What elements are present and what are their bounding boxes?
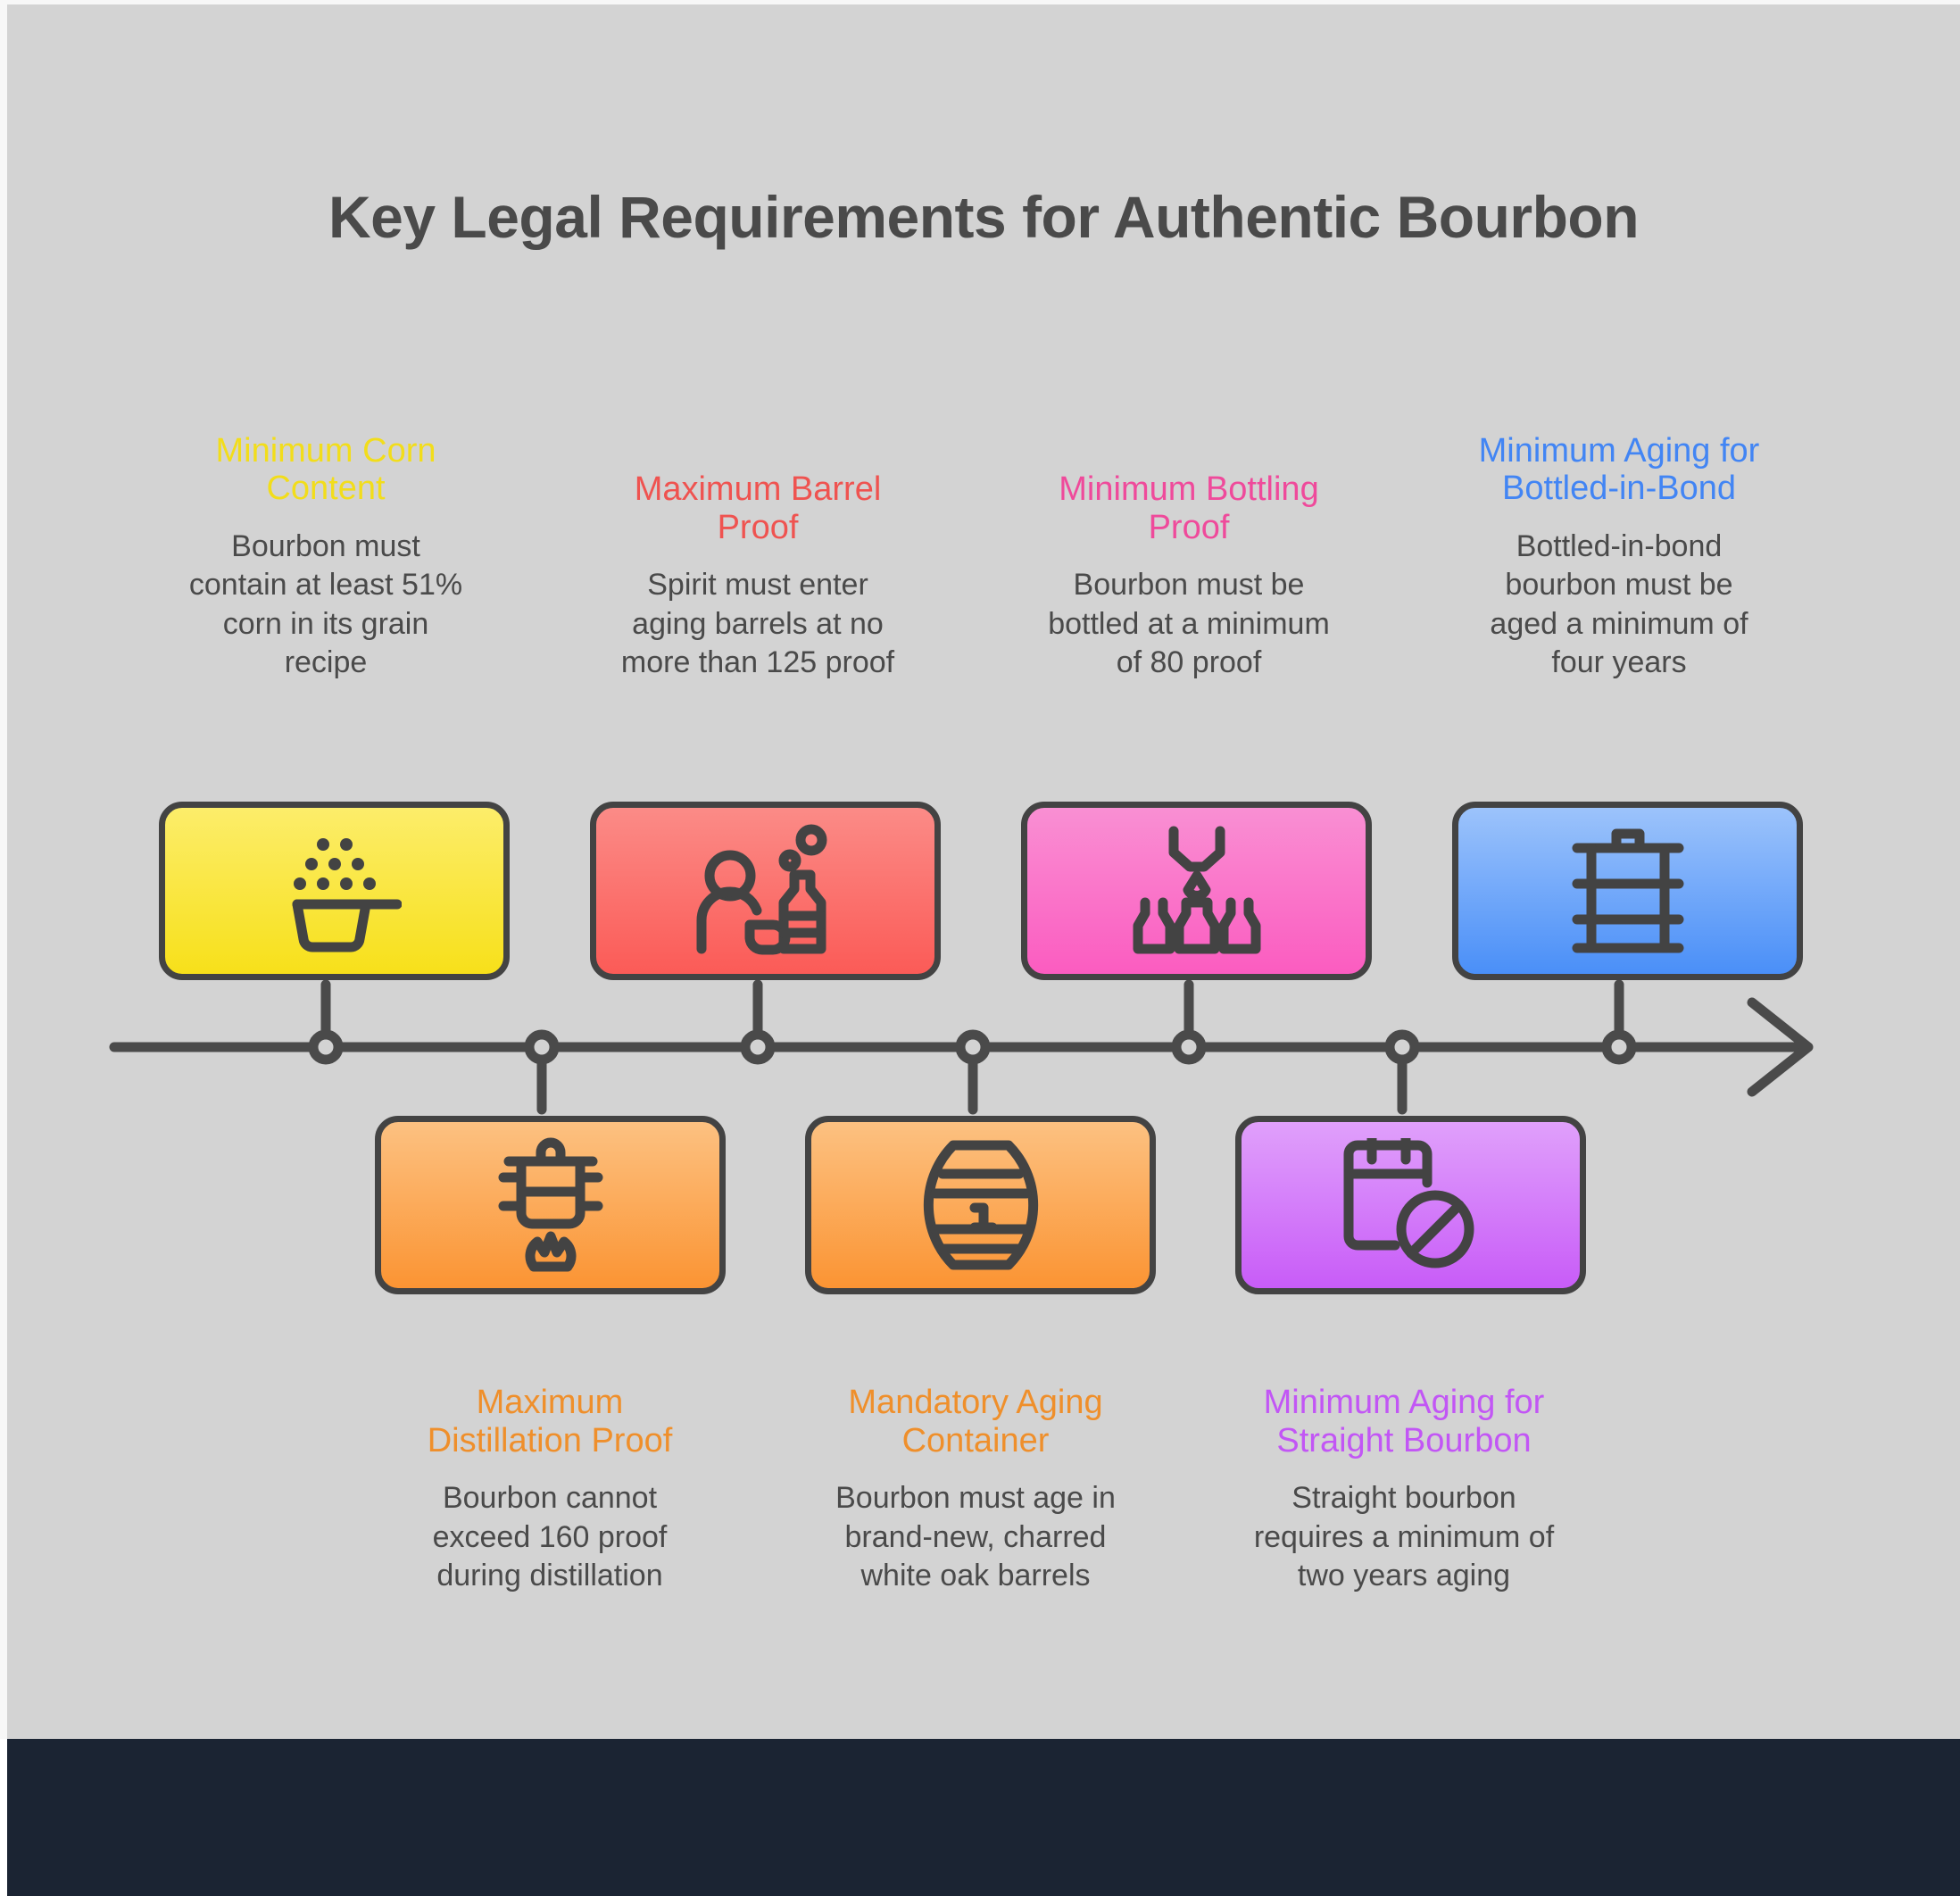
grain-scoop-icon (268, 828, 402, 953)
timeline-node-6 (1384, 1029, 1420, 1065)
page-title: Key Legal Requirements for Authentic Bou… (328, 184, 1640, 250)
item-body: Bourbon must be bottled at a minimum of … (1048, 568, 1330, 680)
timeline-card-bottom-1[interactable] (375, 1116, 726, 1294)
timeline-card-bottom-2[interactable] (805, 1116, 1156, 1294)
item-body: Straight bourbon requires a minimum of t… (1253, 1481, 1555, 1593)
calendar-blocked-icon (1341, 1138, 1480, 1272)
footer-left-edge (0, 1739, 7, 1896)
item-heading: Minimum Corn Content (215, 431, 436, 508)
item-body: Bourbon must age in brand-new, charred w… (835, 1481, 1116, 1593)
item-heading: Maximum Distillation Proof (427, 1384, 673, 1459)
timeline-item-bottom-2-text: Mandatory Aging Container Bourbon must a… (824, 1384, 1127, 1723)
bottle-filler-icon (1125, 824, 1268, 958)
timeline-node-3 (740, 1029, 776, 1065)
footer-bar (7, 1739, 1960, 1896)
timeline-node-1 (308, 1029, 344, 1065)
infographic-stage: Key Legal Requirements for Authentic Bou… (7, 4, 1960, 1739)
item-body: Spirit must enter aging barrels at no mo… (620, 568, 895, 680)
item-heading: Minimum Aging for Bottled-in-Bond (1478, 431, 1760, 508)
timeline-card-top-3[interactable] (1021, 802, 1372, 980)
item-heading: Minimum Bottling Proof (1059, 470, 1319, 546)
item-heading: Mandatory Aging Container (848, 1384, 1103, 1459)
timeline-node-4 (955, 1029, 991, 1065)
timeline-item-bottom-1-text: Maximum Distillation Proof Bourbon canno… (398, 1384, 702, 1723)
timeline-item-top-2-text: Maximum Barrel Proof Spirit must enter a… (615, 344, 901, 683)
oak-barrel-icon (923, 1138, 1039, 1272)
timeline-card-top-4[interactable] (1452, 802, 1803, 980)
item-heading: Maximum Barrel Proof (634, 470, 882, 546)
timeline-item-top-3-text: Minimum Bottling Proof Bourbon must be b… (1046, 344, 1332, 683)
timeline-card-bottom-3[interactable] (1235, 1116, 1586, 1294)
timeline-item-top-1-text: Minimum Corn Content Bourbon must contai… (183, 344, 469, 683)
item-heading: Minimum Aging for Straight Bourbon (1263, 1384, 1545, 1459)
person-with-bottle-icon (694, 824, 837, 958)
timeline-item-bottom-3-text: Minimum Aging for Straight Bourbon Strai… (1252, 1384, 1556, 1723)
item-body: Bottled-in-bond bourbon must be aged a m… (1490, 528, 1748, 680)
timeline-arrowhead (1747, 997, 1814, 1097)
timeline-item-top-4-text: Minimum Aging for Bottled-in-Bond Bottle… (1476, 344, 1762, 683)
timeline-card-top-2[interactable] (590, 802, 941, 980)
timeline-card-top-1[interactable] (159, 802, 510, 980)
timeline-node-7 (1601, 1029, 1637, 1065)
timeline-node-2 (524, 1029, 560, 1065)
still-over-flame-icon (484, 1135, 618, 1276)
steel-drum-icon (1561, 827, 1695, 956)
item-body: Bourbon must contain at least 51% corn i… (188, 528, 463, 680)
timeline-node-5 (1171, 1029, 1207, 1065)
item-body: Bourbon cannot exceed 160 proof during d… (432, 1481, 668, 1593)
